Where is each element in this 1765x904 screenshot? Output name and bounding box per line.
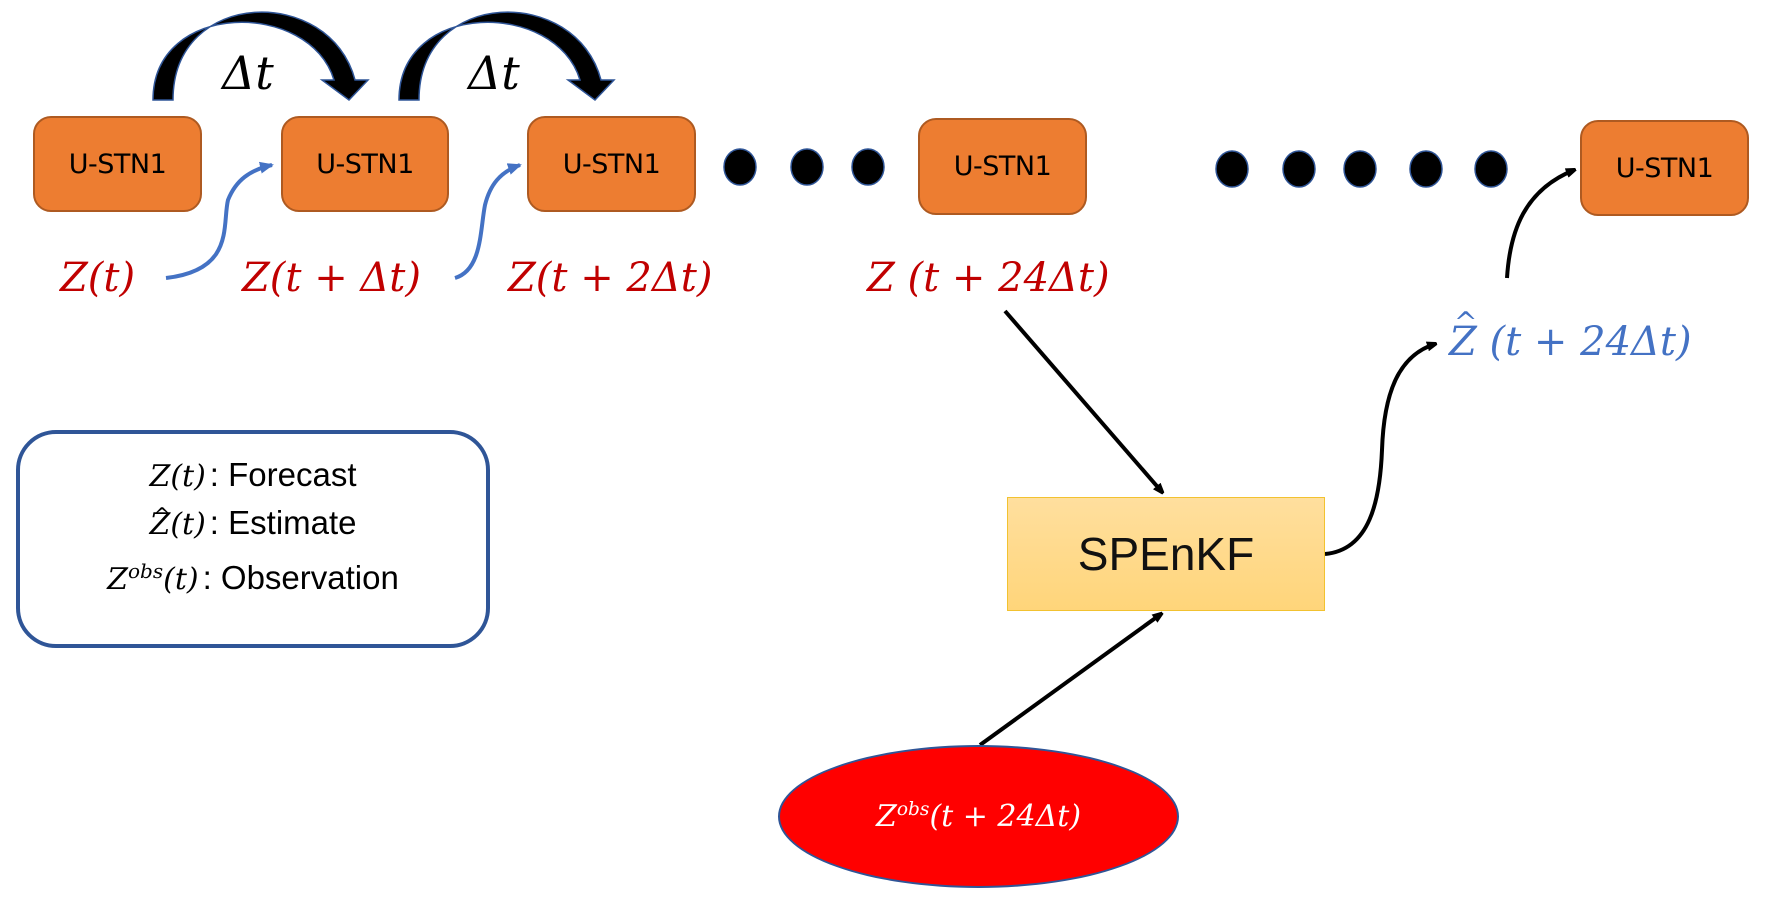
model-node-2[interactable]: U-STN1 — [281, 116, 449, 212]
ellipsis-dot — [790, 148, 824, 186]
ellipsis-dot — [1343, 150, 1377, 188]
model-node-1[interactable]: U-STN1 — [33, 116, 202, 212]
filter-to-estimate-arrow — [1324, 344, 1435, 556]
ellipsis-dot — [1474, 150, 1508, 188]
input-arrow-2 — [454, 163, 522, 280]
forecast-symbol: Z — [242, 255, 270, 301]
model-node-label: U-STN1 — [1615, 152, 1714, 184]
forecast-label-t-plus-dt: Z(t + Δt) — [242, 258, 421, 298]
forecast-argument: (t + Δt) — [269, 255, 421, 301]
ellipsis-group-2 — [1215, 150, 1508, 188]
legend-description: : Estimate — [209, 504, 357, 541]
forecast-argument: (t) — [87, 255, 136, 301]
observation-node[interactable]: Zobs(t + 24Δt) — [778, 745, 1179, 888]
legend-symbol: Z(t) — [149, 459, 206, 494]
input-arrow-1 — [165, 161, 274, 280]
legend-item-forecast: Z(t) : Forecast — [149, 452, 356, 500]
forecast-symbol: Z — [60, 255, 88, 301]
model-node-label: U-STN1 — [562, 148, 661, 180]
estimate-to-model-arrow — [1505, 170, 1574, 279]
estimate-argument: (t + 24Δt) — [1476, 319, 1692, 365]
forecast-label-t-plus-2dt: Z(t + 2Δt) — [508, 258, 712, 298]
estimate-symbol: Z — [1449, 309, 1477, 362]
ellipsis-dot — [1409, 150, 1443, 188]
time-step-arrow-2 — [398, 11, 616, 101]
estimate-label: Z (t + 24Δt) — [1449, 309, 1692, 365]
forecast-argument: (t + 24Δt) — [894, 255, 1110, 301]
forecast-label-t: Z(t) — [60, 258, 135, 298]
model-node-label: U-STN1 — [953, 151, 1052, 182]
ellipsis-dot — [851, 148, 885, 186]
filter-node-label: SPEnKF — [1077, 528, 1255, 580]
model-node-3[interactable]: U-STN1 — [527, 116, 696, 212]
forecast-symbol: Z — [508, 255, 536, 301]
ellipsis-dot — [1282, 150, 1316, 188]
time-step-arrow-1 — [152, 11, 370, 101]
forecast-symbol: Z — [867, 255, 895, 301]
spenkf-filter-node[interactable]: SPEnKF — [1007, 497, 1325, 611]
legend-box: Z(t) : Forecast Z(t) : Estimate Zobs(t) … — [16, 430, 490, 648]
forecast-label-t-plus-24dt: Z (t + 24Δt) — [867, 258, 1110, 298]
time-step-label-2: Δt — [468, 46, 520, 100]
ellipsis-group-1 — [723, 148, 885, 186]
forecast-argument: (t + 2Δt) — [535, 255, 713, 301]
model-node-label: U-STN1 — [68, 148, 167, 180]
observation-to-filter-arrow — [978, 614, 1161, 747]
model-node-5[interactable]: U-STN1 — [1580, 120, 1749, 216]
legend-description: : Observation — [202, 559, 399, 596]
model-node-4[interactable]: U-STN1 — [918, 118, 1087, 215]
legend-item-estimate: Z(t) : Estimate — [149, 493, 357, 548]
legend-symbol: Zobs(t) — [107, 559, 199, 597]
legend-item-observation: Zobs(t) : Observation — [107, 548, 399, 603]
legend-description: : Forecast — [209, 456, 357, 493]
ellipsis-dot — [723, 148, 757, 186]
ellipsis-dot — [1215, 150, 1249, 188]
time-step-label-1: Δt — [222, 46, 274, 100]
legend-symbol: Z(t) — [149, 493, 205, 548]
forecast-to-filter-arrow — [1003, 309, 1162, 492]
model-node-label: U-STN1 — [316, 148, 414, 180]
observation-label: Zobs(t + 24Δt) — [875, 799, 1082, 834]
